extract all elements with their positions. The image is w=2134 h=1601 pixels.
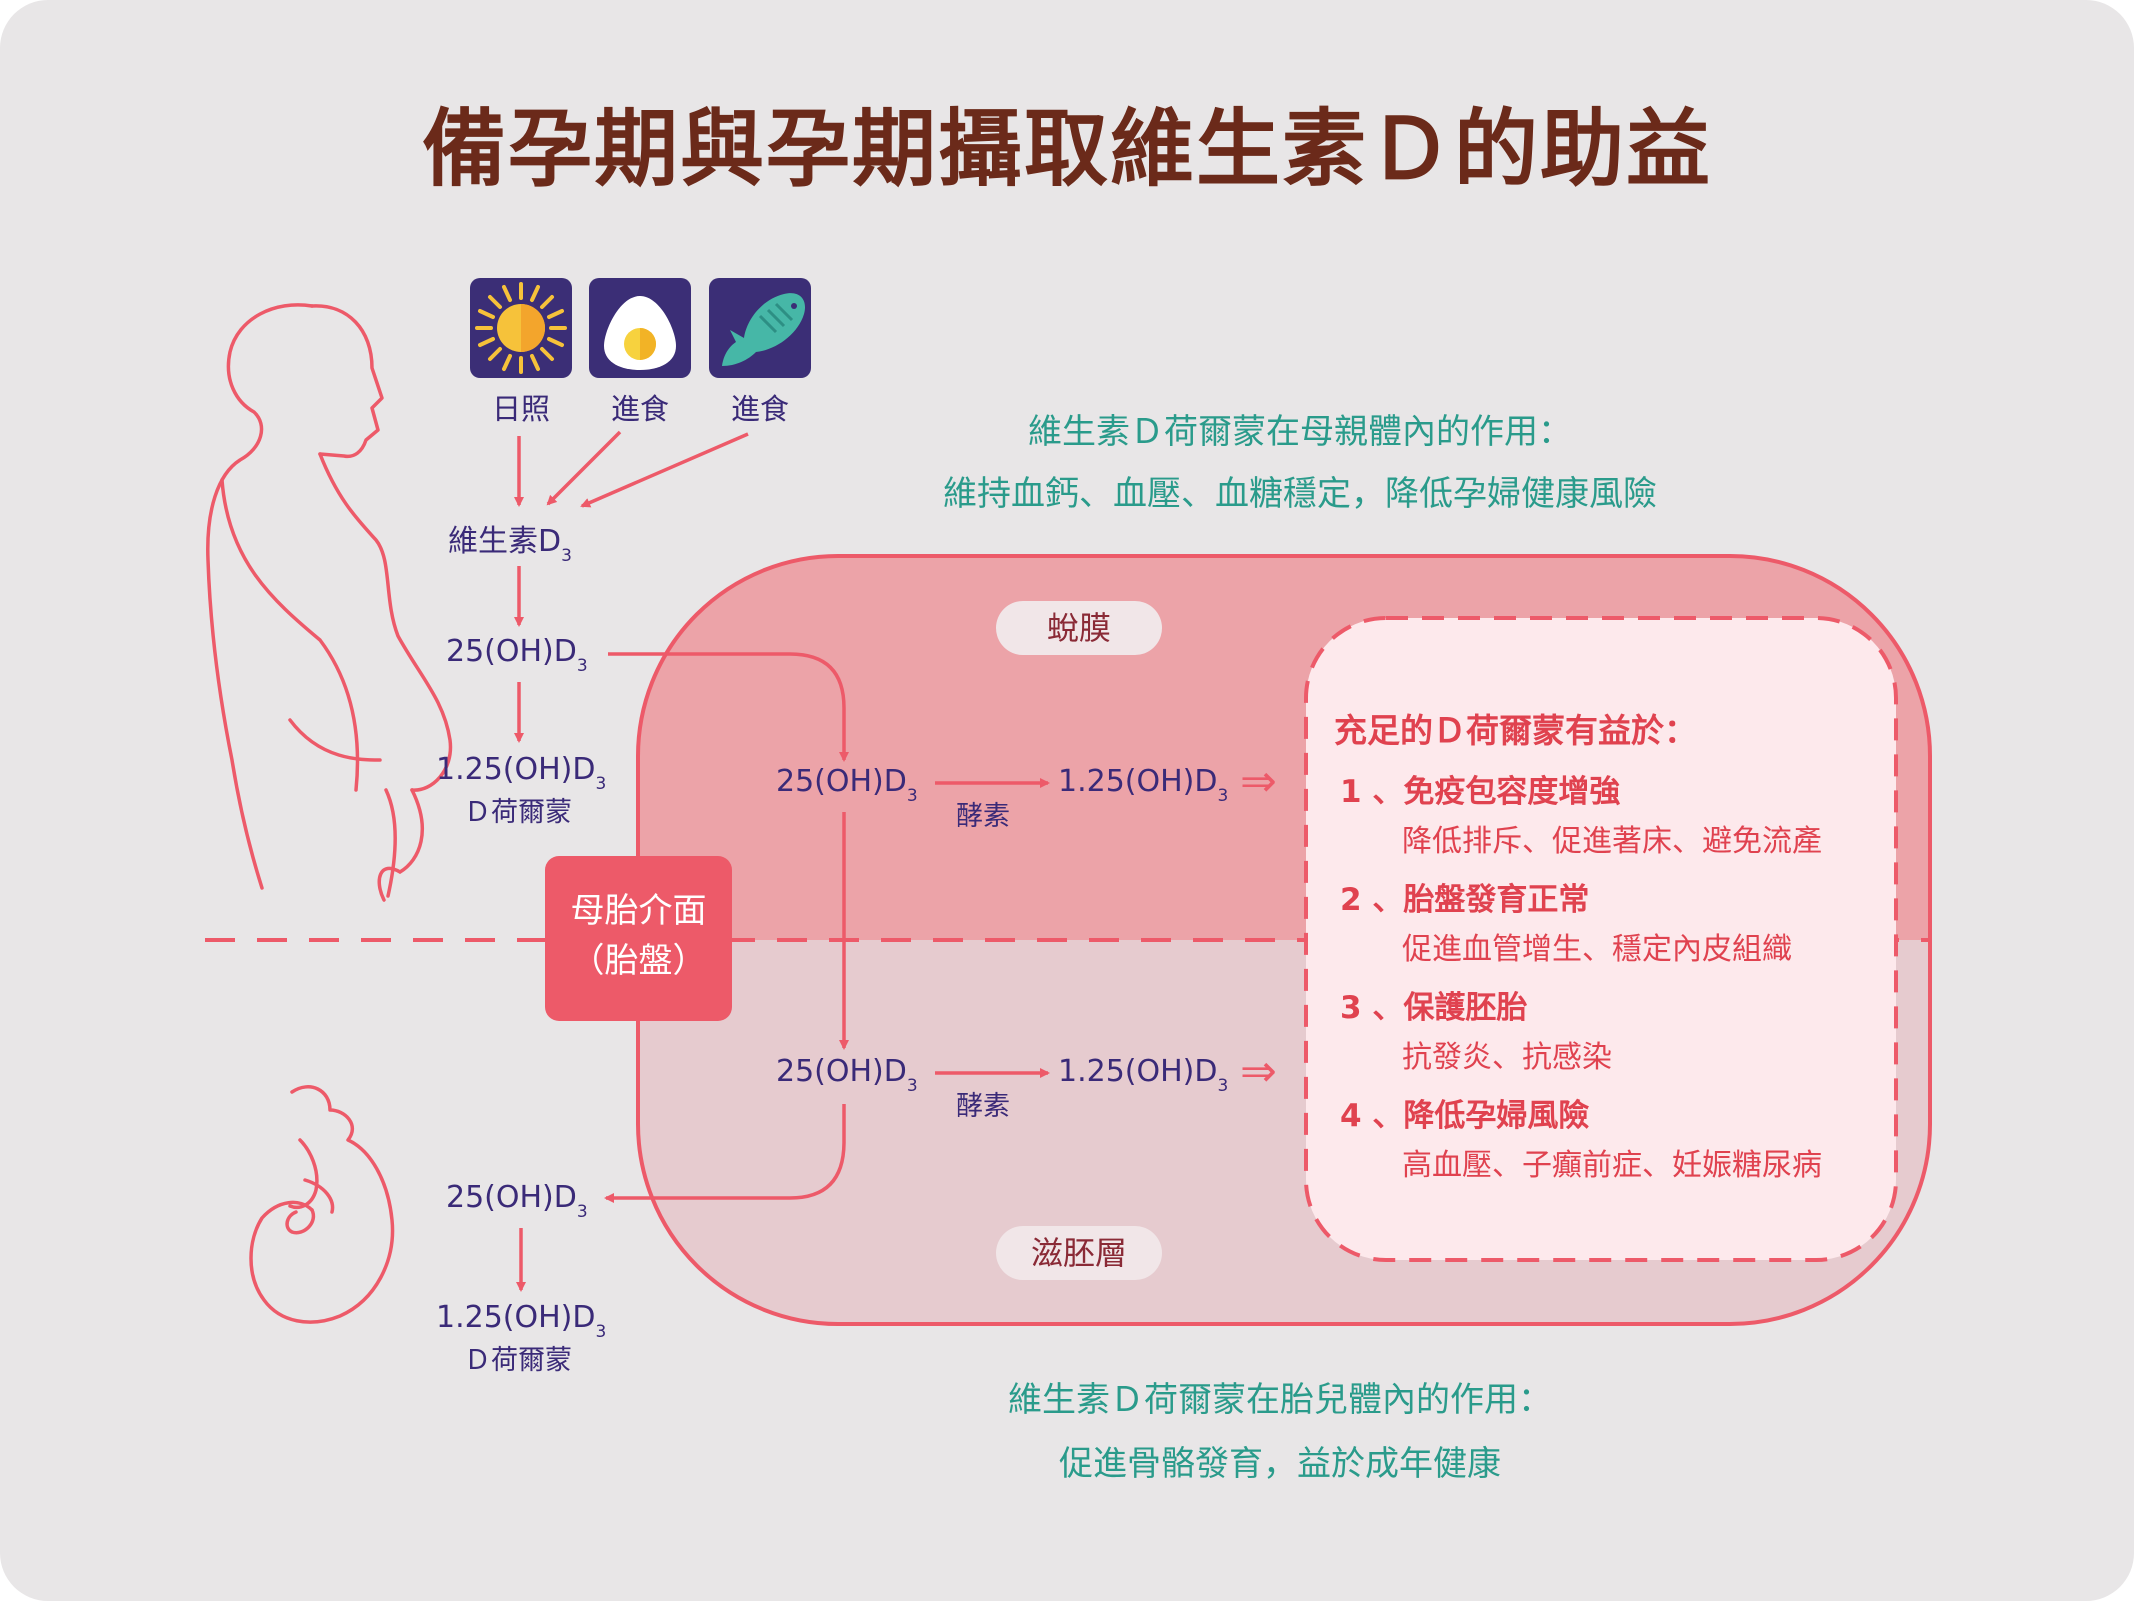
egg-icon — [589, 278, 691, 378]
fetus-25ohd3: 25(OH)D3 — [446, 1180, 588, 1222]
benefits-heading: 充足的Ｄ荷爾蒙有益於： — [1334, 711, 1697, 750]
arrow-egg-to-vitd3 — [546, 430, 622, 506]
fetus-125ohd3: 1.25(OH)D3 — [436, 1300, 607, 1342]
placenta-top-25ohd3: 25(OH)D3 — [776, 764, 918, 806]
source-label-food-egg: 進食 — [610, 392, 669, 426]
mother-d-hormone: Ｄ荷爾蒙 — [464, 797, 572, 828]
mother-effect-description: 維持血鈣、血壓、血糖穩定，降低孕婦健康風險 — [943, 474, 1657, 514]
placenta-top-enzyme: 酵素 — [956, 801, 1010, 832]
benefits-box — [1304, 616, 1898, 1262]
mother-vitd3: 維生素D3 — [448, 524, 572, 566]
interface-sublabel: （胎盤） — [570, 941, 707, 981]
placenta-bottom-25ohd3: 25(OH)D3 — [776, 1054, 918, 1096]
placenta-bottom-125ohd3: 1.25(OH)D3 — [1058, 1054, 1229, 1096]
page-title: 備孕期與孕期攝取維生素Ｄ的助益 — [421, 100, 1712, 198]
fetus-effect-description: 促進骨骼發育，益於成年健康 — [1059, 1444, 1501, 1484]
arrow-placenta-to-fetus — [604, 1104, 846, 1203]
mother-25ohd3: 25(OH)D3 — [446, 634, 588, 676]
mother-effect-heading: 維生素Ｄ荷爾蒙在母親體內的作用： — [1028, 412, 1572, 452]
mother-125ohd3: 1.25(OH)D3 — [436, 752, 607, 794]
placenta-top-double-arrow: ⇒ — [1240, 756, 1277, 807]
benefit-item-3: 3 、保護胚胎 — [1340, 990, 1528, 1026]
benefit-item-2: 2 、胎盤發育正常 — [1340, 882, 1590, 918]
pregnant-woman-silhouette — [206, 303, 453, 902]
maternal-fetal-interface-box: 母胎介面 （胎盤） — [545, 856, 732, 1021]
fetus-d-hormone: Ｄ荷爾蒙 — [464, 1345, 572, 1376]
benefit-desc-4: 高血壓、子癲前症、妊娠糖尿病 — [1402, 1148, 1822, 1183]
benefit-desc-1: 降低排斥、促進著床、避免流產 — [1402, 824, 1822, 859]
placenta-bottom-double-arrow: ⇒ — [1240, 1046, 1277, 1097]
benefit-item-1: 1 、免疫包容度增強 — [1340, 774, 1621, 810]
interface-label: 母胎介面 — [570, 891, 707, 931]
fetus-effect-heading: 維生素Ｄ荷爾蒙在胎兒體內的作用： — [1008, 1380, 1552, 1420]
placenta-top-125ohd3: 1.25(OH)D3 — [1058, 764, 1229, 806]
placenta-bottom-enzyme: 酵素 — [956, 1091, 1010, 1122]
arrow-mother-to-placenta — [608, 652, 849, 762]
sun-icon — [470, 278, 572, 378]
trophoblast-label: 滋胚層 — [996, 1226, 1162, 1280]
source-label-food-fish: 進食 — [730, 392, 789, 426]
fish-icon — [709, 278, 811, 378]
source-label-sunlight: 日照 — [491, 392, 550, 426]
arrow-fish-to-vitd3 — [580, 432, 749, 508]
benefit-item-4: 4 、降低孕婦風險 — [1340, 1098, 1590, 1134]
fetus-silhouette — [249, 1085, 395, 1324]
decidua-label: 蛻膜 — [996, 601, 1162, 655]
benefit-desc-2: 促進血管增生、穩定內皮組織 — [1402, 932, 1792, 967]
benefit-desc-3: 抗發炎、抗感染 — [1402, 1040, 1612, 1075]
